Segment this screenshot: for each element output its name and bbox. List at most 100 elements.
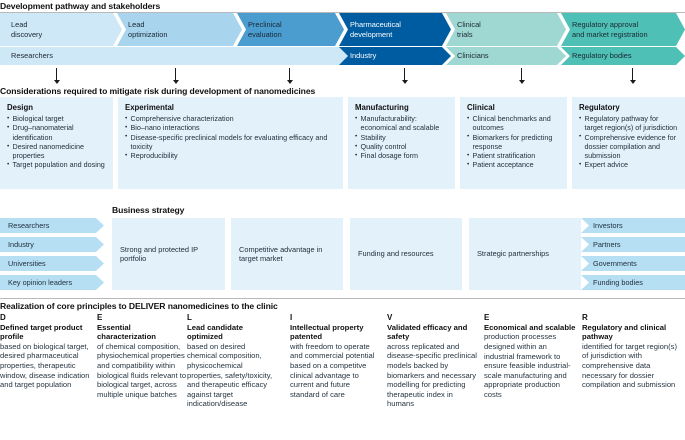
- deliver-heading: Essential characterization: [97, 323, 156, 342]
- stakeholder-3[interactable]: Clinicians: [446, 47, 566, 65]
- connector-arrow-5: [518, 68, 525, 84]
- business-left-tag-1[interactable]: Researchers: [0, 218, 104, 233]
- business-box-3: Funding and resources: [350, 218, 462, 290]
- deliver-heading: Intellectual property patented: [290, 323, 364, 342]
- consideration-card-manufacturing: ManufacturingManufacturability: economic…: [348, 97, 455, 189]
- pathway-stage-5[interactable]: Clinical trials: [446, 13, 566, 46]
- stakeholder-4[interactable]: Regulatory bodies: [561, 47, 685, 65]
- considerations-section-title: Considerations required to mitigate risk…: [0, 86, 316, 96]
- consideration-list: Comprehensive characterizationBio–nano i…: [125, 114, 336, 161]
- consideration-card-regulatory: RegulatoryRegulatory pathway for target …: [572, 97, 685, 189]
- connector-arrow-2: [172, 68, 179, 84]
- consideration-list-item: Target population and dosing: [7, 160, 106, 170]
- consideration-card-experimental: ExperimentalComprehensive characterizati…: [118, 97, 343, 189]
- consideration-list-item: Biological target: [7, 114, 106, 124]
- consideration-card-heading: Manufacturing: [355, 103, 409, 112]
- consideration-list-item: Patient stratification: [467, 151, 560, 161]
- pathway-stage-6[interactable]: Regulatory approval and market registrat…: [561, 13, 685, 46]
- consideration-list: Clinical benchmarks and outcomesBiomarke…: [467, 114, 560, 170]
- consideration-list-item: Regulatory pathway for target region(s) …: [579, 114, 678, 133]
- deliver-heading: Lead candidate optimized: [187, 323, 243, 342]
- consideration-list-item: Comprehensive evidence for dossier compi…: [579, 132, 678, 161]
- business-right-tag-3[interactable]: Governments: [581, 256, 685, 271]
- pathway-stage-label: Lead optimization: [128, 20, 168, 39]
- deliver-heading: Validated efficacy and safety: [387, 323, 468, 342]
- consideration-list-item: Biomarkers for predicting response: [467, 132, 560, 152]
- deliver-letter: I: [290, 313, 293, 322]
- business-right-tag-4[interactable]: Funding bodies: [581, 275, 685, 290]
- consideration-list-item: Expert advice: [579, 160, 678, 170]
- deliver-body: identified for target region(s) of juris…: [582, 341, 677, 390]
- business-left-tag-4[interactable]: Key opinion leaders: [0, 275, 104, 290]
- connector-arrow-6: [629, 68, 636, 84]
- stakeholder-label: Regulatory bodies: [572, 51, 632, 61]
- business-box-1: Strong and protected IP portfolio: [112, 218, 225, 290]
- consideration-card-heading: Clinical: [467, 103, 495, 112]
- deliver-heading: Regulatory and clinical pathway: [582, 323, 667, 342]
- business-left-tag-2[interactable]: Industry: [0, 237, 104, 252]
- pathway-stage-2[interactable]: Lead optimization: [117, 13, 242, 46]
- pathway-section-title: Development pathway and stakeholders: [0, 1, 161, 11]
- pathway-stage-label: Preclinical evaluation: [248, 20, 282, 39]
- development-pathway-row: Lead discovery Lead optimization Preclinic…: [0, 13, 685, 46]
- deliver-letter: L: [187, 313, 192, 322]
- pathway-stage-4[interactable]: Pharmaceutical development: [339, 13, 451, 46]
- deliver-body: based on biological target, desired phar…: [0, 341, 90, 390]
- consideration-list: Manufacturability: economical and scalab…: [355, 114, 448, 161]
- business-box-4: Strategic partnerships: [469, 218, 581, 290]
- consideration-list-item: Manufacturability: economical and scalab…: [355, 114, 448, 133]
- pathway-stage-label: Regulatory approval and market registrat…: [572, 20, 648, 39]
- deliver-heading: Defined target product profile: [0, 323, 83, 342]
- deliver-body: based on desired chemical composition, p…: [187, 341, 273, 409]
- stakeholder-1[interactable]: Researchers: [0, 47, 348, 65]
- pathway-divider: [0, 12, 685, 13]
- business-strategy-title: Business strategy: [112, 205, 185, 215]
- connector-arrow-3: [286, 68, 293, 84]
- consideration-card-design: DesignBiological targetDrug–nanomaterial…: [0, 97, 113, 189]
- deliver-letter: V: [387, 313, 393, 322]
- connector-arrow-4: [401, 68, 408, 84]
- deliver-body: production processes designed within an …: [484, 332, 571, 399]
- consideration-list-item: Desired nanomedicine properties: [7, 141, 106, 161]
- consideration-list-item: Reproducibility: [125, 151, 336, 161]
- pathway-stage-label: Lead discovery: [11, 20, 43, 39]
- consideration-list: Regulatory pathway for target region(s) …: [579, 114, 678, 170]
- consideration-card-clinical: ClinicalClinical benchmarks and outcomes…: [460, 97, 567, 189]
- consideration-list-item: Quality control: [355, 141, 448, 151]
- consideration-card-heading: Regulatory: [579, 103, 620, 112]
- consideration-list-item: Stability: [355, 132, 448, 142]
- stakeholder-label: Clinicians: [457, 51, 489, 61]
- pathway-stage-1[interactable]: Lead discovery: [0, 13, 122, 46]
- business-left-tag-3[interactable]: Universities: [0, 256, 104, 271]
- consideration-list-item: Disease-specific preclinical models for …: [125, 132, 336, 152]
- deliver-body: with freedom to operate and commercial p…: [290, 341, 375, 399]
- business-right-tag-2[interactable]: Partners: [581, 237, 685, 252]
- consideration-card-heading: Experimental: [125, 103, 174, 112]
- business-box-2: Competitive advantage in target market: [231, 218, 343, 290]
- connector-arrow-1: [53, 68, 60, 84]
- deliver-section-title: Realization of core principles to DELIVE…: [0, 301, 278, 311]
- deliver-heading: Economical and scalable: [484, 323, 576, 332]
- pathway-stage-label: Clinical trials: [457, 20, 481, 39]
- deliver-letter: E: [484, 313, 490, 322]
- deliver-letter: R: [582, 313, 588, 322]
- pathway-stage-3[interactable]: Preclinical evaluation: [237, 13, 344, 46]
- business-right-tag-1[interactable]: Investors: [581, 218, 685, 233]
- consideration-card-heading: Design: [7, 103, 33, 112]
- pathway-stage-label: Pharmaceutical development: [350, 20, 401, 39]
- consideration-list-item: Patient acceptance: [467, 160, 560, 170]
- deliver-letter: E: [97, 313, 103, 322]
- consideration-list: Biological targetDrug–nanomaterial ident…: [7, 114, 106, 170]
- deliver-body: across replicated and disease-specific p…: [387, 341, 477, 409]
- consideration-list-item: Final dosage form: [355, 151, 448, 161]
- stakeholder-2[interactable]: Industry: [339, 47, 451, 65]
- consideration-list-item: Drug–nanomaterial identification: [7, 123, 106, 142]
